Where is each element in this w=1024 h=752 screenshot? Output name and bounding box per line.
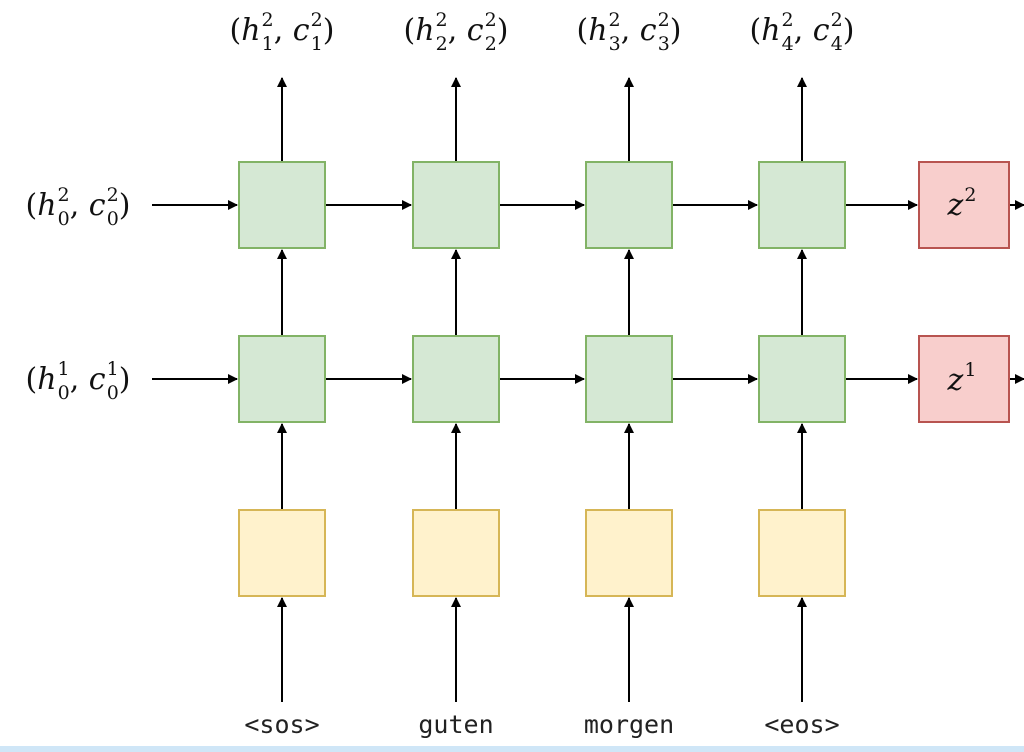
token-sos: <sos> [244,710,319,739]
token-eos: <eos> [764,710,839,739]
boxes-group [238,161,1010,597]
context-vector-labels: z2 z1 [947,184,977,398]
arrows-group [152,77,1024,702]
lstm-cell-layer1-1 [238,335,326,423]
embedding-box-2 [412,509,500,597]
embedding-box-1 [238,509,326,597]
lstm-cell-layer1-4 [758,335,846,423]
context-box-z2 [918,161,1010,249]
lstm-cell-layer2-3 [585,161,673,249]
bottom-strip [0,746,1024,752]
embedding-box-3 [585,509,673,597]
lstm-cell-layer2-4 [758,161,846,249]
token-guten: guten [418,710,493,739]
lstm-cell-layer1-2 [412,335,500,423]
lstm-cell-layer2-2 [412,161,500,249]
lstm-cell-layer2-1 [238,161,326,249]
input-tokens: <sos> guten morgen <eos> [244,710,839,739]
context-label-z1: z1 [947,359,977,398]
token-morgen: morgen [584,710,674,739]
context-label-z2: z2 [947,184,977,223]
lstm-cell-layer1-3 [585,335,673,423]
context-box-z1 [918,335,1010,423]
embedding-box-4 [758,509,846,597]
